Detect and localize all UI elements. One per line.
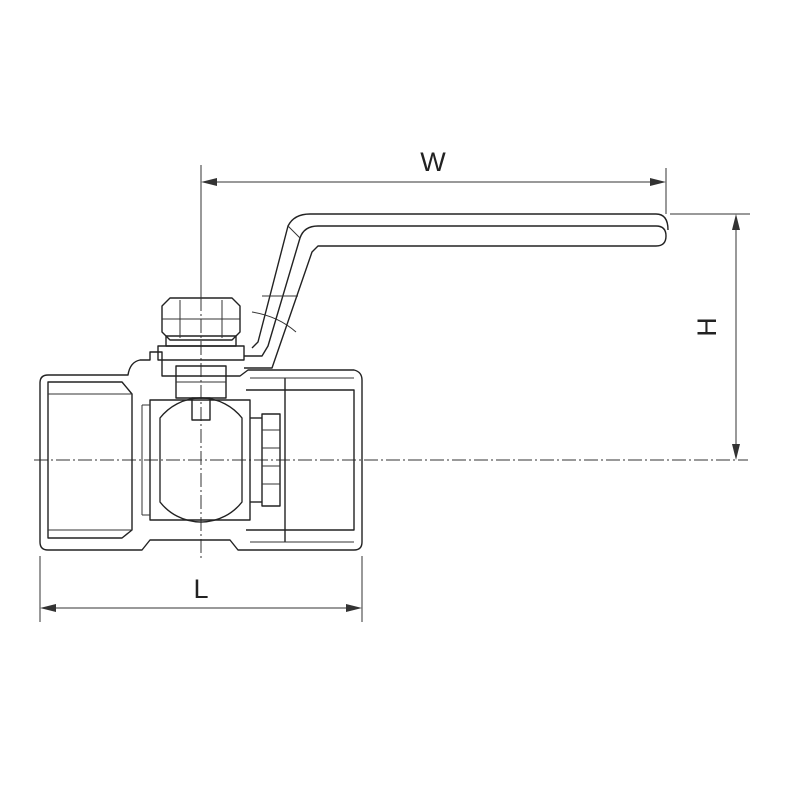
dimension-h <box>670 213 750 460</box>
valve-body <box>39 351 363 551</box>
hex-nut <box>161 297 241 341</box>
valve-stem <box>157 297 245 421</box>
dimension-w-label: W <box>420 147 446 177</box>
dimension-h-label: H <box>692 317 722 337</box>
dimension-l-label: L <box>193 574 208 604</box>
valve-ball <box>159 397 243 523</box>
dimension-w <box>200 168 667 300</box>
dimension-l <box>39 556 363 622</box>
lever-handle <box>244 213 669 369</box>
